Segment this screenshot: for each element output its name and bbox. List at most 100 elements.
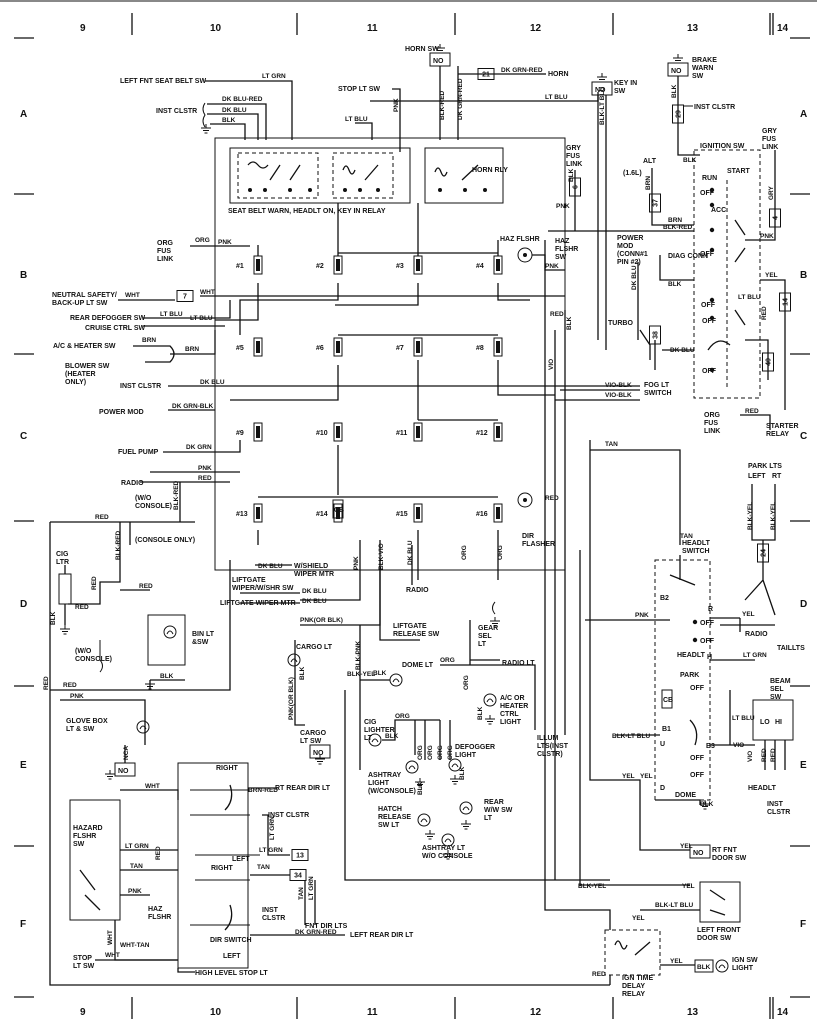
wire	[163, 440, 241, 453]
ashtray-wo-lamp	[441, 833, 455, 847]
wire	[50, 482, 195, 545]
rear-defogger-sw-label: REAR DEFOGGER SW	[70, 315, 145, 322]
wire-color-label: BLK	[668, 281, 682, 288]
wire	[590, 449, 681, 545]
relay-inner	[237, 152, 319, 199]
wire	[740, 414, 771, 430]
park-right: RT	[772, 473, 782, 480]
wire	[544, 240, 611, 930]
wire-color-label: BLK	[568, 168, 575, 182]
connector-no-label: NO	[671, 68, 682, 75]
wire	[114, 920, 178, 961]
grid-row-label: D	[800, 599, 807, 610]
left-rear-dir-lt-label: LEFT REAR DIR LT	[350, 932, 414, 939]
inst-clstr-label: INST CLSTR	[268, 812, 309, 819]
horn-relay-box	[424, 147, 504, 204]
left-front-door-switch	[699, 881, 741, 923]
wire-color-label: BLK-VIO	[378, 543, 385, 570]
pos-b2: B2	[660, 595, 669, 602]
inst-clstr-label: INST CLSTR	[120, 383, 161, 390]
circuit-breaker	[661, 689, 673, 709]
splice-box	[757, 543, 769, 563]
wire-color-label: RED	[770, 748, 777, 762]
ign-time-delay-relay	[604, 929, 661, 976]
wire-color-label: PNK	[393, 98, 400, 112]
grid-row-label: B	[800, 270, 807, 281]
beam-sel-switch	[752, 699, 794, 741]
wire-color-label: DK GRN	[186, 444, 212, 451]
wire	[440, 620, 536, 730]
ground-icon	[425, 830, 435, 840]
wire	[709, 889, 726, 916]
splice-number: 14	[783, 298, 790, 306]
wire-color-label: PNK	[70, 693, 84, 700]
ign-off: OFF	[702, 318, 717, 325]
splice-box	[477, 68, 495, 80]
radio-label: RADIO	[406, 587, 429, 594]
wire-color-label: YEL	[742, 611, 755, 618]
wire-color-label: VIO-BLK	[605, 392, 632, 399]
wire	[589, 440, 620, 781]
wire	[170, 330, 216, 355]
dir-switch-label: DIR SWITCH	[210, 937, 252, 944]
relay-terminal	[288, 188, 292, 192]
dir-left-label: LEFT	[232, 856, 250, 863]
wire-color-label: WHT	[125, 292, 140, 299]
horn-label: HORN	[548, 71, 569, 78]
wire	[710, 624, 775, 661]
switch-blade	[734, 219, 746, 326]
wire-color-label: YEL	[622, 773, 635, 780]
wire-color-label: BLK	[477, 706, 484, 720]
fuse-number: #1	[236, 263, 244, 270]
relay-terminal	[438, 188, 442, 192]
ground-icon	[435, 44, 445, 54]
wire-color-label: WHT	[105, 952, 120, 959]
rt-rear-dir-lt-label: RT REAR DIR LT	[275, 785, 331, 792]
wire-color-label: TAN	[257, 864, 270, 871]
splice-number: 38	[653, 331, 660, 339]
alt-label: ALT	[643, 158, 657, 165]
wire-color-label: PNK	[635, 612, 649, 619]
wire	[745, 150, 776, 241]
connector-no	[689, 844, 711, 859]
wire-color-label: YEL	[680, 843, 693, 850]
wire-color-label: PNK	[760, 233, 774, 240]
wire-color-label: WHT	[107, 930, 114, 945]
grid-column-label: 10	[210, 23, 222, 34]
bin-lt-switch	[147, 614, 186, 666]
switch-arc	[689, 719, 698, 746]
fuse	[253, 422, 263, 442]
splice-box	[569, 177, 581, 197]
wire	[745, 339, 769, 380]
splice-number: 6	[573, 185, 580, 189]
fnt-dir-lts-label: FNT DIR LTS	[305, 923, 348, 930]
grid-row-label: A	[20, 109, 27, 120]
wire-color-label: BLK-YEL	[347, 671, 375, 678]
ground-icon	[485, 715, 495, 725]
cargo-lamp	[287, 653, 301, 667]
power-mod-label: POWER MOD	[99, 409, 144, 416]
splice-box	[649, 325, 661, 345]
relay-terminal	[483, 188, 487, 192]
wire-color-label: LT BLU	[738, 294, 761, 301]
connector-no-label: NO	[313, 750, 324, 757]
fuse	[413, 422, 423, 442]
wire-color-label: PNK	[128, 888, 142, 895]
ground-icon	[415, 778, 425, 788]
relay-coil	[247, 161, 379, 181]
wire	[230, 360, 555, 495]
wire-color-label: ORG	[195, 237, 210, 244]
pos-r: R	[708, 606, 713, 613]
ground-icon	[490, 617, 500, 627]
stop-lt-sw-label: STOP LT SW	[338, 86, 380, 93]
wire	[620, 779, 690, 851]
wire-color-label: DK BLU	[302, 598, 327, 605]
radio-lt-label: RADIO LT	[502, 660, 535, 667]
wire	[344, 679, 610, 881]
wire	[257, 530, 499, 580]
pos-b1: B1	[662, 726, 671, 733]
